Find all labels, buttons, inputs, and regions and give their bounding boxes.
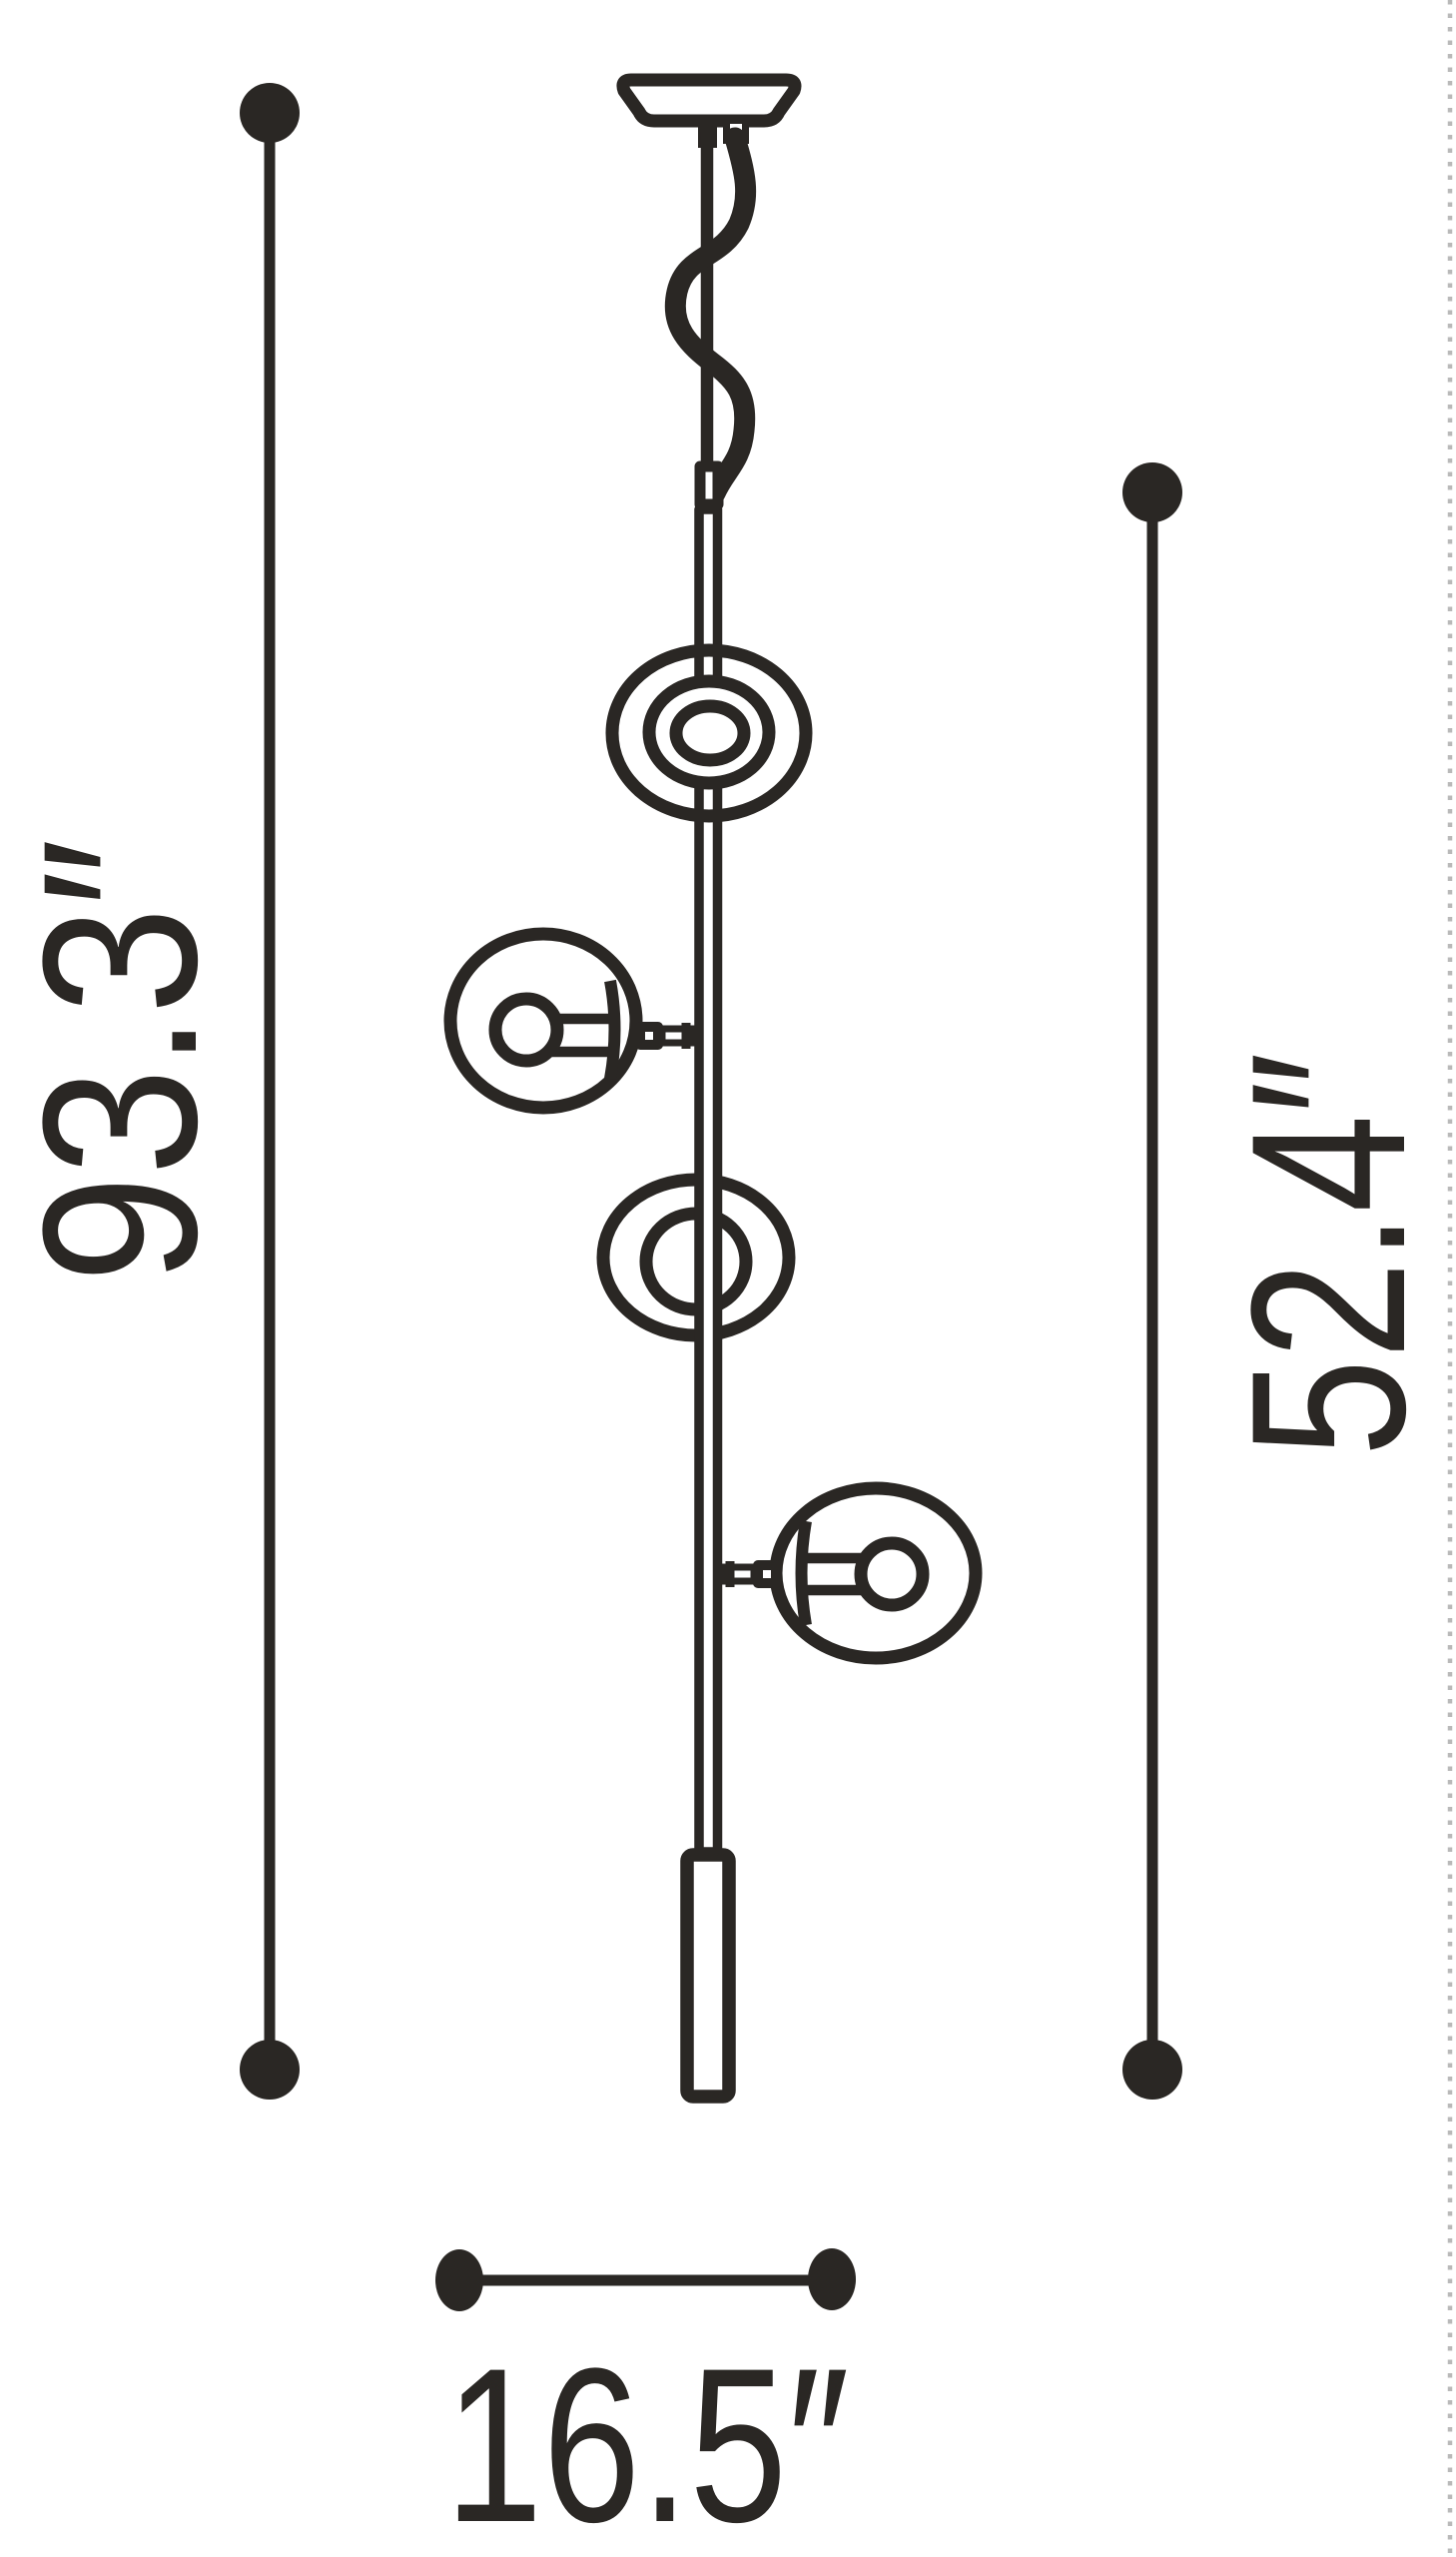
globe-2-bulb <box>488 992 564 1068</box>
globe-4-right-side-view <box>718 1481 983 1665</box>
width-dimension <box>435 2248 856 2311</box>
width-left-dot <box>435 2249 483 2311</box>
width-label: 16.5″ <box>445 2322 850 2557</box>
globe-1-front-view <box>605 643 813 823</box>
globe-4-neck-plate <box>795 1519 812 1627</box>
globe-4-bulb <box>854 1536 930 1612</box>
fixture-height-bottom-dot <box>1122 2040 1182 2100</box>
overall-height-label: 93.3″ <box>0 839 243 1283</box>
twisted-hanging-cord <box>664 127 757 504</box>
fixture-height-label: 52.4″ <box>1205 1053 1451 1457</box>
globe-2-left-side-view <box>443 927 698 1115</box>
overall-height-bottom-dot <box>240 2040 300 2100</box>
bottom-cylinder-shade <box>680 1848 736 2104</box>
overall-height-top-dot <box>240 83 300 143</box>
cord-stem-connector <box>694 460 724 510</box>
ceiling-canopy <box>616 73 802 128</box>
globe-2-neck-plate <box>604 979 621 1081</box>
globe-4-arm-joint <box>753 1560 781 1588</box>
fixture-height-top-dot <box>1122 462 1182 522</box>
globe-2-arm-joint <box>635 1022 663 1050</box>
overall-height-dimension <box>240 83 300 2100</box>
globe-1-bulb-outline <box>669 699 751 767</box>
lamp-fixture <box>443 73 983 2104</box>
globe-1-shade-outline <box>605 643 813 823</box>
width-right-dot <box>808 2248 856 2310</box>
fixture-height-dimension <box>1122 462 1182 2100</box>
